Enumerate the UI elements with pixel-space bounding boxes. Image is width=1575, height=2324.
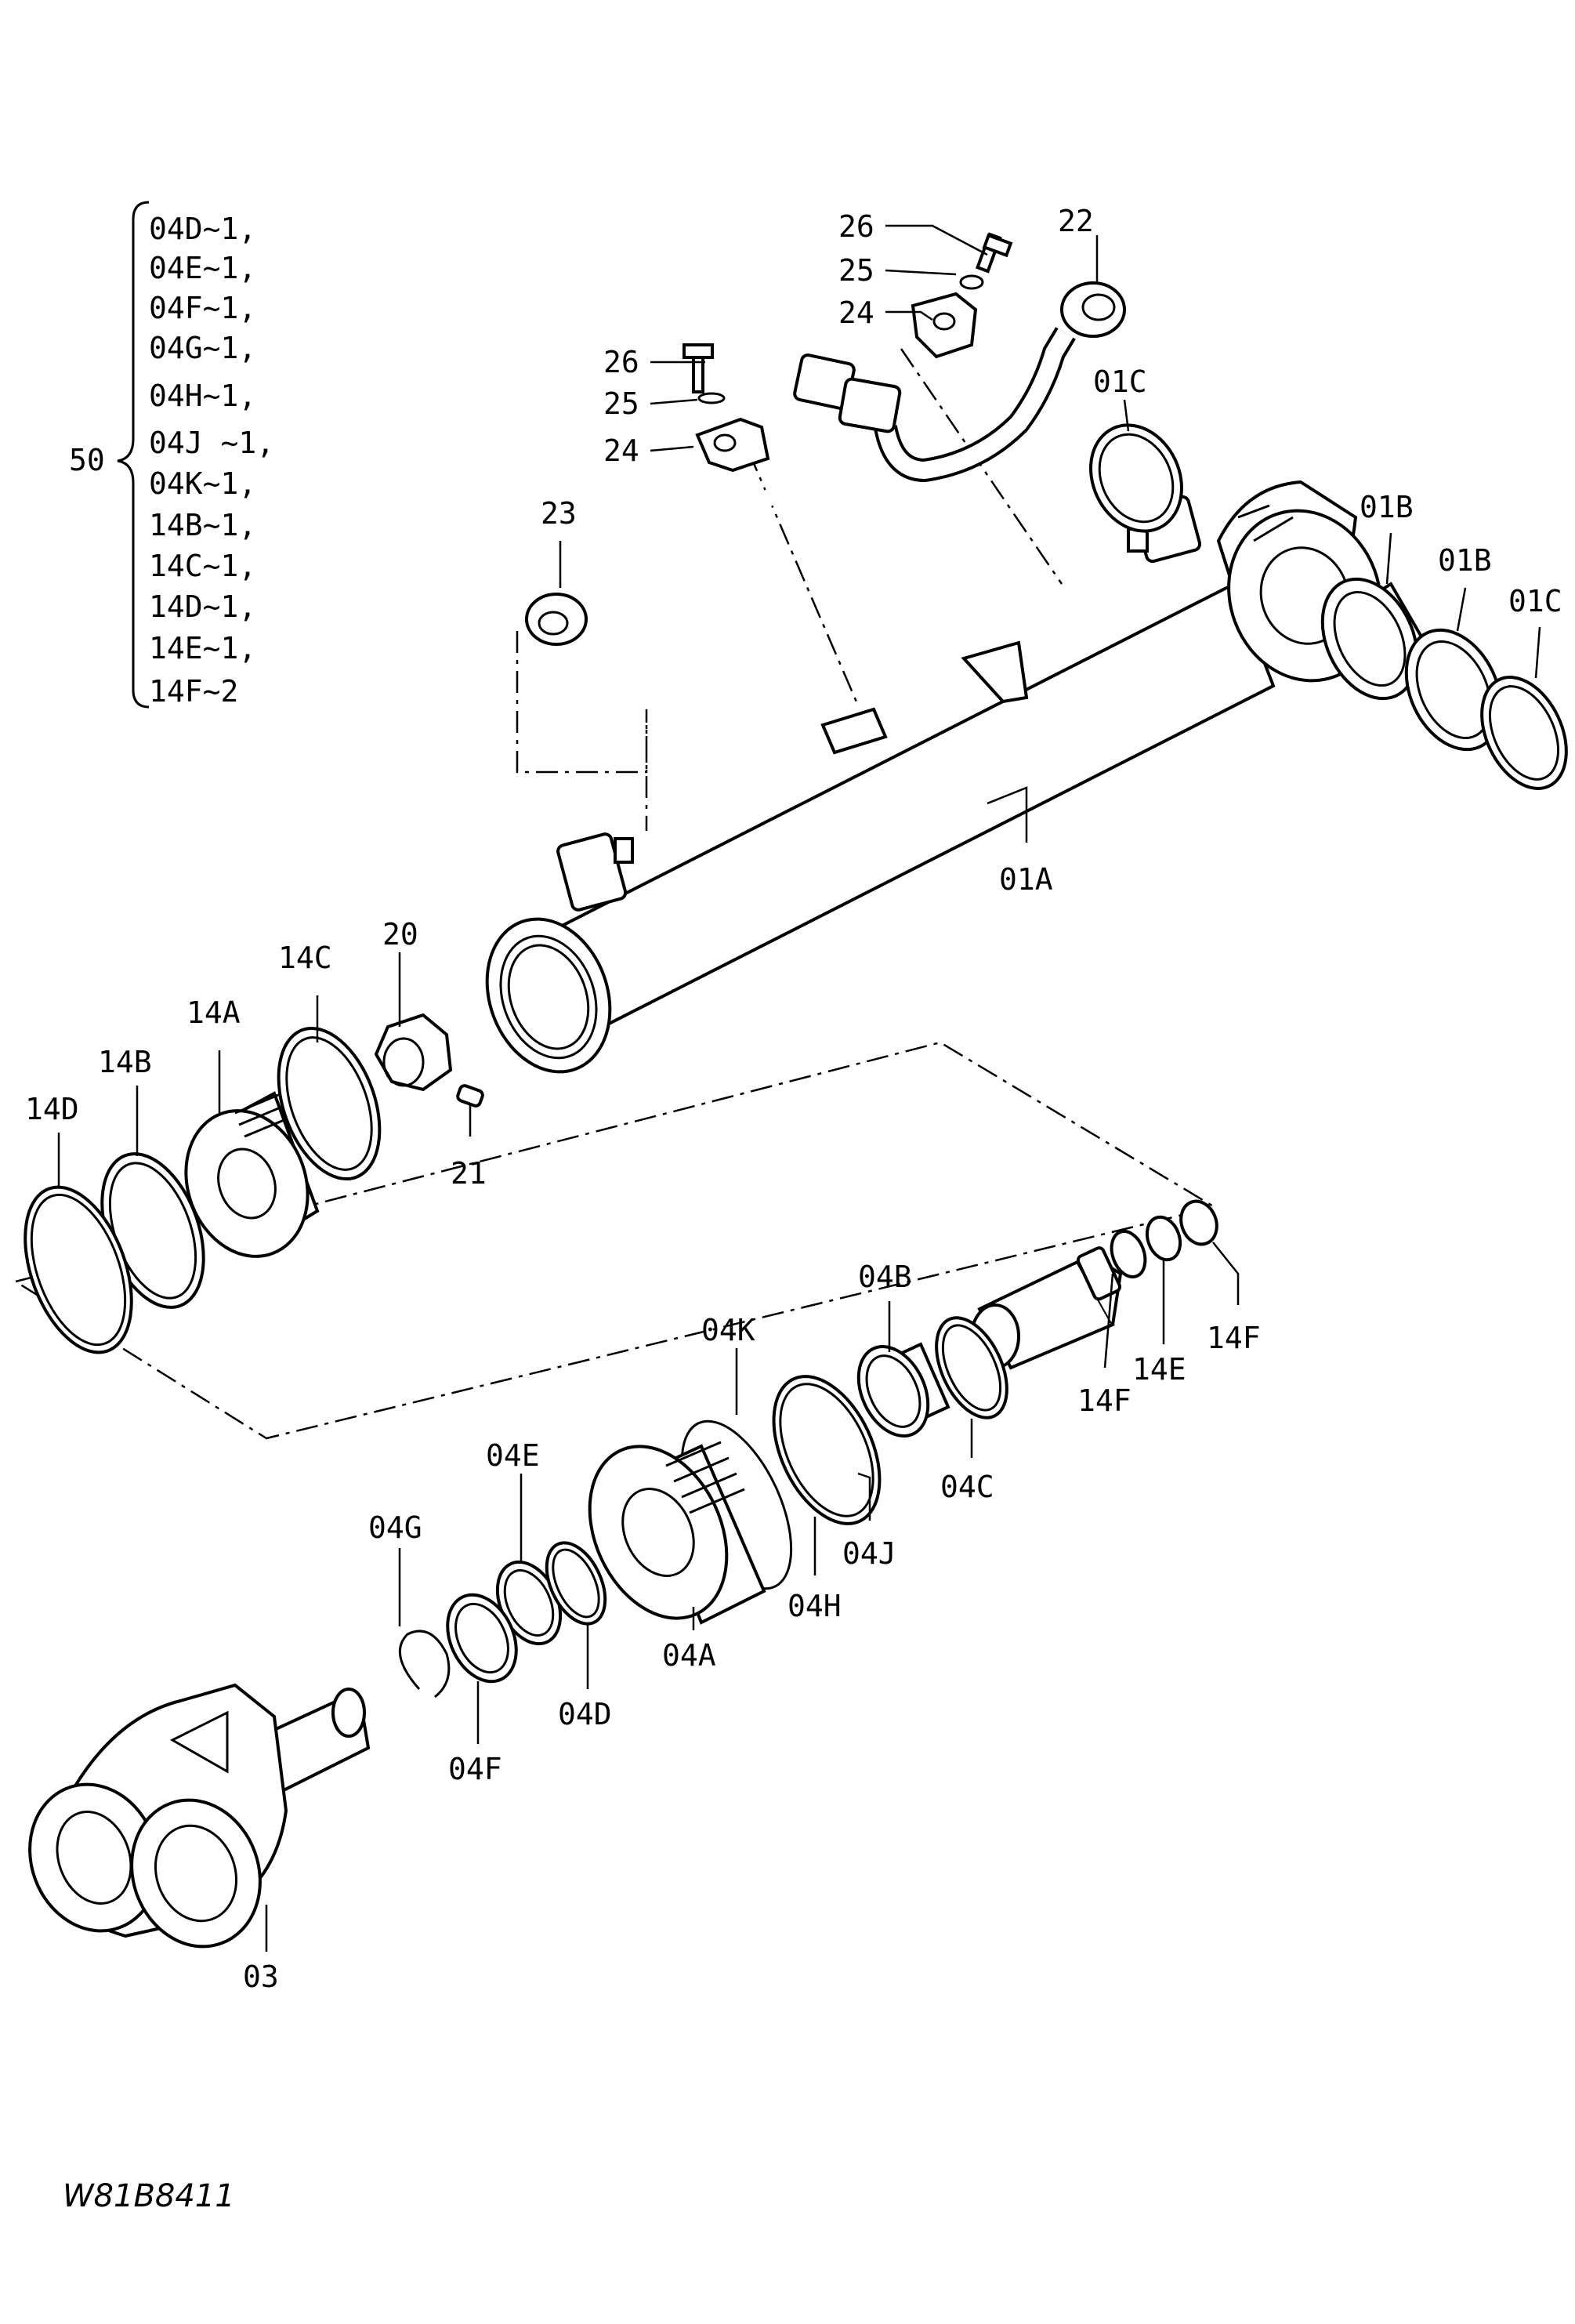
- label-26: 26: [603, 345, 639, 379]
- snap-ring-04G: [398, 1630, 451, 1699]
- label-14E: 14E: [1132, 1352, 1186, 1387]
- seal-01C-top: [1089, 423, 1183, 533]
- drawing-code: W81B8411: [63, 2178, 235, 2214]
- label-01B: 01B: [1360, 490, 1414, 524]
- seal-14F-b: [1179, 1199, 1218, 1246]
- rod-eye-03: [28, 1683, 371, 1949]
- kit-item: 04D~1,: [149, 212, 256, 246]
- pipe-22: [838, 281, 1126, 483]
- piston-rod-end: [970, 1246, 1123, 1370]
- cylinder-tube-01A: [485, 480, 1382, 1074]
- label-24: 24: [838, 295, 874, 330]
- seal-14E: [1145, 1215, 1182, 1262]
- screw-21: [456, 1084, 484, 1108]
- label-14C: 14C: [278, 941, 332, 975]
- ring-04F: [446, 1593, 518, 1684]
- label-26: 26: [838, 209, 874, 244]
- label-22: 22: [1058, 204, 1094, 238]
- clamp-set-right: [911, 232, 1013, 359]
- label-25: 25: [838, 253, 874, 288]
- label-14A: 14A: [186, 995, 241, 1030]
- kit-item: 04G~1,: [149, 331, 256, 365]
- label-01C: 01C: [1508, 584, 1562, 618]
- kit-item: 14E~1,: [149, 631, 256, 665]
- label-14B: 14B: [98, 1045, 152, 1079]
- kit-item: 04E~1,: [149, 251, 256, 285]
- label-24: 24: [603, 433, 639, 468]
- ring-04D: [545, 1541, 607, 1626]
- nut-20: [374, 1013, 453, 1092]
- kit-item: 14F~2: [149, 674, 238, 709]
- label-04F: 04F: [448, 1752, 502, 1786]
- kit-brace: [117, 201, 150, 709]
- kit-item: 14D~1,: [149, 589, 256, 624]
- ring-04C: [935, 1316, 1008, 1419]
- part-labels: 26 25 24 22 26 25 24 23 01C 01B 01B 01C …: [25, 204, 1562, 1994]
- label-01A: 01A: [999, 862, 1053, 897]
- label-25: 25: [603, 386, 639, 421]
- seal-14D: [24, 1185, 133, 1354]
- seal-01C-right: [1480, 676, 1568, 790]
- kit-item: 14B~1,: [149, 508, 256, 542]
- label-04H: 04H: [788, 1589, 842, 1623]
- label-04G: 04G: [368, 1510, 422, 1545]
- seal-14F-a: [1110, 1229, 1147, 1279]
- label-01C: 01C: [1093, 364, 1147, 399]
- label-04B: 04B: [858, 1260, 912, 1294]
- label-04J: 04J: [842, 1536, 896, 1571]
- piston-04A: [588, 1441, 766, 1625]
- kit-item: 04H~1,: [149, 379, 256, 413]
- kit-item: 14C~1,: [149, 549, 256, 583]
- label-20: 20: [382, 917, 418, 952]
- ring-04J: [772, 1375, 882, 1525]
- label-01B: 01B: [1438, 543, 1492, 578]
- label-03: 03: [243, 1960, 279, 1994]
- seal-14C: [277, 1026, 382, 1181]
- label-14F: 14F: [1207, 1321, 1261, 1355]
- bushing-01B-b: [1404, 628, 1503, 752]
- kit-item: 04J ~1,: [149, 426, 274, 460]
- label-21: 21: [451, 1156, 487, 1191]
- label-14F: 14F: [1077, 1383, 1131, 1418]
- label-23: 23: [541, 496, 577, 531]
- label-04K: 04K: [701, 1313, 755, 1347]
- kit-item: 04K~1,: [149, 466, 256, 501]
- kit-list: 50 04D~1, 04E~1, 04F~1, 04G~1, 04H~1, 04…: [69, 201, 274, 709]
- label-14D: 14D: [25, 1092, 79, 1126]
- label-04C: 04C: [940, 1470, 994, 1504]
- leader-lines: [57, 224, 1541, 1952]
- kit-item: 04F~1,: [149, 291, 256, 325]
- label-04A: 04A: [662, 1638, 716, 1673]
- label-04D: 04D: [558, 1697, 612, 1731]
- kit-number: 50: [69, 443, 105, 477]
- bushing-04B: [856, 1342, 950, 1438]
- clamp-set-left: [682, 343, 770, 473]
- label-04E: 04E: [486, 1438, 540, 1473]
